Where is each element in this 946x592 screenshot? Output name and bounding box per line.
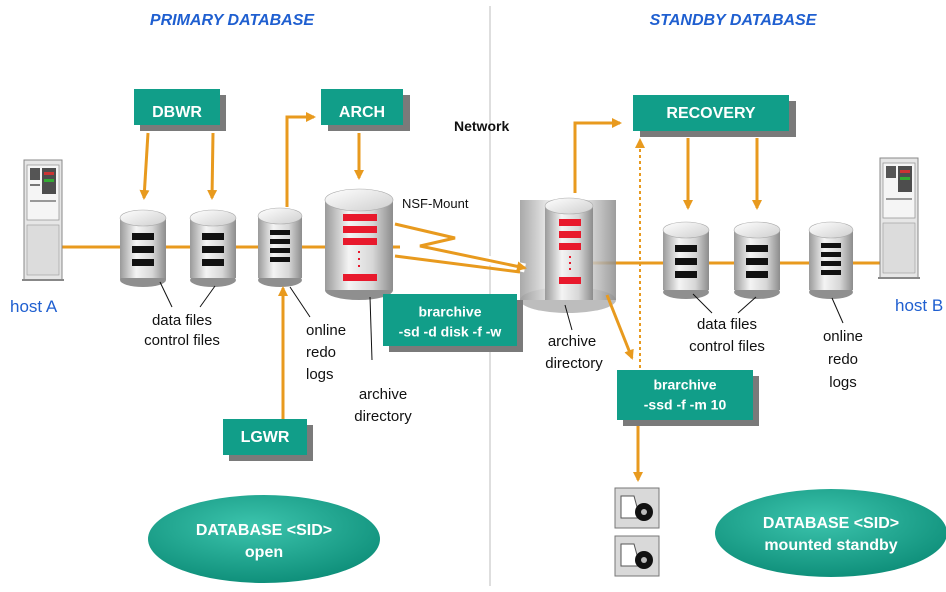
leader-standby-data-2 [737,296,757,314]
primary-archive-line2: directory [354,408,412,425]
standby-archive-line1: archive [548,333,596,350]
primary-archive-line1: archive [359,386,407,403]
primary-state-oval: DATABASE <SID> open [148,495,380,583]
tape-drive-icon [614,535,660,577]
host-b-label: host B [895,296,943,315]
nsf-mount-label: NSF-Mount [402,196,469,211]
standby-data-files-line2: control files [689,338,765,355]
standby-archive-line2: directory [545,355,603,372]
standby-redo-line1: online [823,328,863,345]
primary-state-line1: DATABASE <SID> [196,522,332,539]
primary-state-line2: open [245,544,283,561]
dbwr-box: DBWR [134,89,226,131]
nsf-mount-link [393,219,526,273]
leader-standby-archive [564,304,573,331]
leader-primary-archive [369,296,373,361]
leader-primary-data-2 [199,285,216,308]
redo-to-arch-arrow [285,112,316,207]
nsf-mount-link-stroke [394,222,527,272]
dbwr-label: DBWR [152,104,202,121]
server-tower-icon [878,157,920,279]
leader-standby-redo [831,297,844,324]
brarchive-standby-box: brarchive -ssd -f -m 10 [617,370,759,426]
standby-state-line2: mounted standby [764,537,897,554]
standby-online-redo-disk [808,221,854,299]
standby-archive-disk [520,197,616,313]
primary-data-files-line2: control files [144,332,220,349]
brarchive-primary-box: brarchive -sd -d disk -f -w [383,294,523,352]
lgwr-box: LGWR [223,419,313,461]
archive-transfer-line [394,254,521,274]
dbwr-arrow-2 [207,132,218,200]
standby-title: STANDBY DATABASE [650,12,818,29]
leader-primary-data-1 [159,281,173,308]
brarchive-primary-line2: -sd -d disk -f -w [399,324,502,340]
primary-redo-line1: online [306,322,346,339]
primary-redo-line3: logs [306,366,334,383]
arch-label: ARCH [339,104,385,121]
server-tower-icon [22,159,64,281]
primary-title: PRIMARY DATABASE [150,12,315,29]
archive-to-brarchive-arrow [605,294,634,360]
archive-to-recovery-arrow [573,118,622,193]
data-file-disk-2 [189,209,237,287]
data-file-disk-1 [119,209,167,287]
online-redo-disk [257,207,303,287]
recovery-label: RECOVERY [666,105,756,122]
arch-box: ARCH [321,89,410,131]
primary-data-files-line1: data files [152,312,212,329]
brarchive-primary-line1: brarchive [418,304,481,320]
standby-state-line1: DATABASE <SID> [763,515,899,532]
leader-standby-data-1 [692,293,713,314]
brarchive-standby-line1: brarchive [653,377,716,393]
lgwr-label: LGWR [241,429,290,446]
recovery-box: RECOVERY [633,95,796,137]
standby-data-files-line1: data files [697,316,757,333]
network-label: Network [454,118,509,134]
host-a-label: host A [10,297,58,316]
standby-data-file-disk-1 [662,221,710,299]
primary-redo-line2: redo [306,344,336,361]
standby-redo-line2: redo [828,351,858,368]
standby-state-oval: DATABASE <SID> mounted standby [715,489,946,577]
standby-redo-line3: logs [829,374,857,391]
standby-data-file-disk-2 [733,221,781,299]
tape-drive-icon [614,487,660,529]
dbwr-arrow-1 [139,132,150,200]
primary-archive-disk [324,188,394,300]
brarchive-standby-line2: -ssd -f -m 10 [644,397,727,413]
leader-primary-redo [289,286,311,318]
